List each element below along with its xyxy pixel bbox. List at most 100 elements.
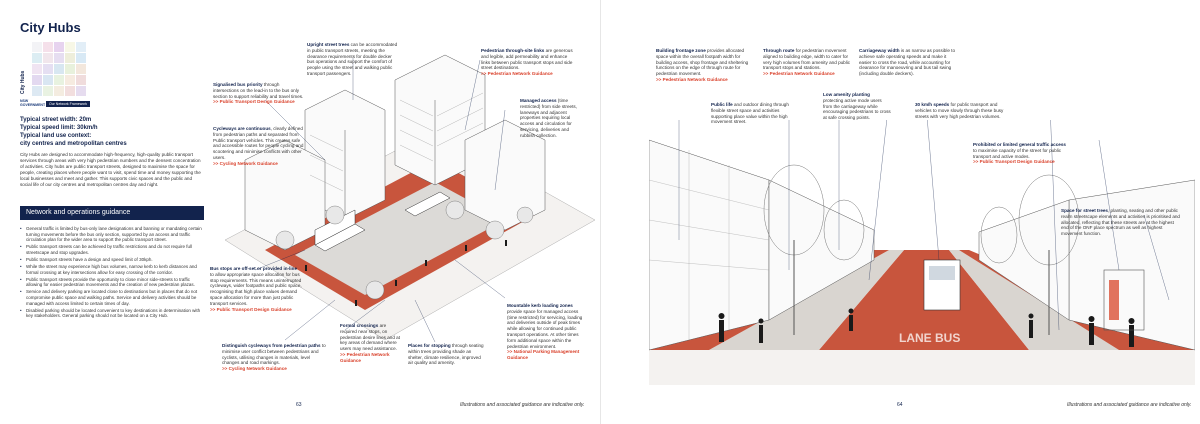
annotation-body: provides allocated space within the over… xyxy=(656,48,749,77)
annotation-kerb-loading: Mountable kerb loading zones provide spa… xyxy=(507,303,585,361)
matrix-cell xyxy=(65,75,75,85)
annotation-body: through intersections on the lead-in to … xyxy=(213,82,304,99)
annotation-body: for pedestrian movement aligned to build… xyxy=(763,48,851,71)
annotation-managed-access: Managed access (time restricted) from si… xyxy=(520,98,580,139)
annotation-body: to minimise user conflict between pedest… xyxy=(222,343,326,366)
annotation-space-for-trees: Space for street trees, planting, seatin… xyxy=(1061,208,1181,237)
guidance-bullet: Service and delivery parking are located… xyxy=(20,289,202,306)
guidance-bullet: While the street may experience high bus… xyxy=(20,264,202,275)
matrix-cell xyxy=(32,53,42,63)
matrix-cell xyxy=(32,75,42,85)
guidance-link[interactable]: >> Pedestrian Network Guidance xyxy=(340,351,390,363)
guidance-link[interactable]: >> Public Transport Design Guidance xyxy=(210,306,292,312)
guidance-link[interactable]: >> Cycling Network Guidance xyxy=(222,366,287,372)
guidance-link[interactable]: >> Public Transport Design Guidance xyxy=(973,159,1055,165)
annotation-body: are required near stops, on pedestrian d… xyxy=(340,323,401,352)
guidance-link[interactable]: >> Public Transport Design Guidance xyxy=(213,99,295,105)
guidance-link[interactable]: >> Pedestrian Network Guidance xyxy=(481,71,553,77)
matrix-cell xyxy=(54,53,64,63)
matrix-cell xyxy=(65,53,75,63)
disclaimer: Illustrations and associated guidance ar… xyxy=(1067,402,1192,408)
street-section-illustration: LANE BUS xyxy=(649,120,1195,385)
matrix-cell xyxy=(65,86,75,96)
matrix-cell xyxy=(76,53,86,63)
guidance-link[interactable]: >> Pedestrian Network Guidance xyxy=(763,71,835,77)
guidance-bullet: Public transport streets have a design a… xyxy=(20,257,202,263)
annotation-body: through seating within trees providing s… xyxy=(408,343,484,366)
guidance-bullet: Public transport streets can be achieved… xyxy=(20,244,202,255)
matrix-cell xyxy=(65,64,75,74)
matrix-cell xyxy=(65,42,75,52)
annotation-carriageway-width: Carriageway width is as narrow as possib… xyxy=(859,48,955,77)
annotation-heading: Low amenity planting xyxy=(823,92,870,97)
annotation-bus-stops: Bus stops are off-set or provided in-lin… xyxy=(210,266,302,312)
annotation-low-planting: Low amenity planting protecting active m… xyxy=(823,92,891,121)
guidance-link[interactable]: >> National Parking Management Guidance xyxy=(507,349,580,361)
annotation-body: is as narrow as possible to achieve safe… xyxy=(859,48,955,77)
guidance-link[interactable]: >> Pedestrian Network Guidance xyxy=(656,76,728,82)
matrix-cell xyxy=(43,53,53,63)
right-page: LANE BUS Building frontage zone provides… xyxy=(600,0,1200,424)
matrix-cell xyxy=(76,75,86,85)
isometric-illustration xyxy=(224,54,596,343)
guidance-bullets: General traffic is limited by bus-only l… xyxy=(20,226,202,320)
matrix-cell xyxy=(76,64,86,74)
matrix-label: City Hubs xyxy=(20,70,26,94)
matrix-cell xyxy=(32,42,42,52)
nsw-logo: NSW GOVERNMENT xyxy=(20,99,46,107)
annotation-body: are generous and legible, add permeabili… xyxy=(481,48,573,71)
spec-land-detail: city centres and metropolitan centres xyxy=(20,141,127,147)
matrix-cell xyxy=(32,64,42,74)
annotation-cycleways: Cycleways are continuous, clearly define… xyxy=(213,126,305,167)
annotation-body: to maximise capacity of the street for p… xyxy=(973,147,1062,159)
annotation-heading: Managed access xyxy=(520,98,557,103)
annotation-body: can be accommodated in public transport … xyxy=(307,42,398,76)
annotation-upright-trees: Upright street trees can be accommodated… xyxy=(307,42,399,77)
guidance-bullet: Disabled parking should be located conve… xyxy=(20,308,202,319)
matrix-cell xyxy=(32,86,42,96)
annotation-heading: Building frontage zone xyxy=(656,48,706,53)
page-title: City Hubs xyxy=(20,20,81,35)
annotation-heading: Pedestrian through-site links xyxy=(481,48,545,53)
section-heading: Network and operations guidance xyxy=(20,206,204,220)
annotation-heading: Space for street trees xyxy=(1061,208,1108,213)
street-specs: Typical street width: 20m Typical speed … xyxy=(20,116,127,148)
annotation-speed: 30 km/h speeds for public transport and … xyxy=(915,102,1007,119)
annotation-heading: Places for stopping xyxy=(408,343,451,348)
annotation-places-for-stopping: Places for stopping through seating with… xyxy=(408,343,484,366)
annotation-heading: Prohibited or limited general traffic ac… xyxy=(973,142,1066,147)
annotation-heading: Public life xyxy=(711,102,733,107)
spec-width: Typical street width: 20m xyxy=(20,117,92,123)
matrix-cell xyxy=(76,86,86,96)
annotation-heading: Mountable kerb loading zones xyxy=(507,303,573,308)
guidance-link[interactable]: >> Cycling Network Guidance xyxy=(213,160,278,166)
road-marking: LANE BUS xyxy=(899,331,960,345)
annotation-body: provide space for managed access (time r… xyxy=(507,308,583,349)
disclaimer: Illustrations and associated guidance ar… xyxy=(460,402,585,408)
matrix-cell xyxy=(54,42,64,52)
annotation-public-life: Public life and outdoor dining through f… xyxy=(711,102,791,125)
annotation-body: to allow appropriate space allocation fo… xyxy=(210,271,302,306)
annotation-body: , planting, seating and other public rea… xyxy=(1061,208,1180,237)
matrix-cell xyxy=(54,75,64,85)
onf-logo: Our Network Framework xyxy=(46,100,91,107)
spec-land: Typical land use context: xyxy=(20,133,92,139)
matrix-cell xyxy=(43,86,53,96)
matrix-cell xyxy=(54,86,64,96)
left-page: City Hubs City Hubs NSW GOVERNMENT Our N… xyxy=(0,0,600,424)
page-number: 64 xyxy=(897,402,903,408)
annotation-body: protecting active mode users from the ca… xyxy=(823,97,891,121)
page-number: 63 xyxy=(296,402,302,408)
annotation-heading: Signalised bus priority xyxy=(213,82,263,87)
annotation-heading: Through route xyxy=(763,48,795,53)
annotation-formal-crossings: Formal crossings are required near stops… xyxy=(340,323,402,364)
intro-paragraph: City Hubs are designed to accommodate hi… xyxy=(20,152,201,187)
annotation-body: for public transport and vehicles to mov… xyxy=(915,102,1004,119)
annotation-heading: Upright street trees xyxy=(307,42,350,47)
annotation-body: , clearly defined from pedestrian paths … xyxy=(213,126,304,160)
matrix-cell xyxy=(76,42,86,52)
guidance-bullet: General traffic is limited by bus-only l… xyxy=(20,226,202,243)
annotation-through-route: Through route for pedestrian movement al… xyxy=(763,48,851,77)
annotation-prohibited-traffic: Prohibited or limited general traffic ac… xyxy=(973,142,1071,165)
spec-speed: Typical speed limit: 30km/h xyxy=(20,125,98,131)
